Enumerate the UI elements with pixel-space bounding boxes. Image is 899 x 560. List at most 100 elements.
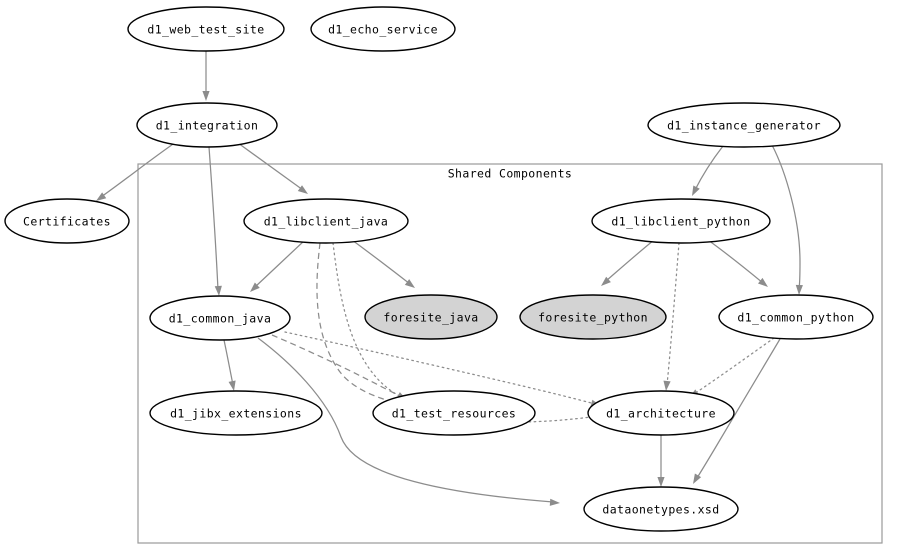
node-label: d1_libclient_java [264, 215, 389, 229]
node-shape[interactable] [4, 198, 130, 244]
node-d1_common_java[interactable]: d1_common_java [149, 295, 291, 341]
edges-layer [96, 51, 803, 506]
node-shape[interactable] [591, 198, 771, 244]
edge-d1_common_java-to-d1_test_resources [271, 334, 407, 400]
cluster-border [137, 163, 883, 544]
node-d1_libclient_python[interactable]: d1_libclient_python [591, 198, 771, 244]
edge-line [666, 242, 680, 386]
clusters-layer: Shared Components [137, 163, 883, 544]
edge-line [257, 337, 554, 503]
arrowhead-icon [757, 277, 768, 287]
edge-line [208, 146, 219, 291]
node-Certificates[interactable]: Certificates [4, 198, 130, 244]
node-d1_common_python[interactable]: d1_common_python [718, 294, 874, 340]
arrowhead-icon [250, 282, 260, 292]
node-d1_test_resources[interactable]: d1_test_resources [372, 390, 536, 436]
edge-d1_integration-to-d1_libclient_java [237, 142, 308, 194]
node-label: d1_common_python [737, 311, 854, 325]
edge-line [223, 339, 234, 386]
node-d1_echo_service[interactable]: d1_echo_service [310, 6, 456, 52]
node-label: d1_integration [156, 119, 259, 133]
edge-line [605, 239, 655, 282]
edge-line [237, 142, 304, 191]
node-label: d1_instance_generator [667, 119, 821, 133]
edge-line [707, 239, 764, 284]
node-shape[interactable] [243, 198, 409, 244]
edge-d1_integration-to-d1_common_java [208, 146, 222, 296]
node-shape[interactable] [127, 6, 285, 52]
node-shape[interactable] [718, 294, 874, 340]
node-label: d1_jibx_extensions [170, 407, 302, 421]
edge-line [694, 145, 724, 191]
arrowhead-icon [214, 285, 222, 296]
edge-line [693, 337, 775, 395]
edge-d1_common_java-to-d1_jibx_extensions [223, 339, 236, 391]
edge-line [696, 338, 781, 479]
node-label: d1_architecture [606, 407, 716, 421]
arrowhead-icon [692, 185, 700, 196]
edge-line [271, 334, 402, 398]
node-shape[interactable] [310, 6, 456, 52]
edge-d1_web_test_site-to-d1_integration [202, 51, 210, 101]
node-d1_libclient_java[interactable]: d1_libclient_java [243, 198, 409, 244]
edge-line [351, 239, 411, 285]
node-label: d1_test_resources [392, 407, 517, 421]
edge-d1_libclient_java-to-d1_common_java [250, 239, 306, 292]
node-label: dataonetypes.xsd [602, 503, 719, 517]
node-shape[interactable] [149, 295, 291, 341]
edge-d1_common_python-to-dataonetypes.xsd [693, 338, 781, 484]
arrowhead-icon [96, 192, 107, 201]
node-shape[interactable] [136, 102, 278, 148]
arrowhead-icon [202, 91, 210, 101]
edge-d1_libclient_java-to-foresite_java [351, 239, 415, 288]
node-shape[interactable] [372, 390, 536, 436]
node-shape[interactable] [587, 390, 735, 436]
arrowhead-icon [228, 380, 236, 391]
edge-d1_libclient_python-to-d1_common_python [707, 239, 768, 287]
edge-d1_instance_generator-to-d1_common_python [771, 144, 803, 295]
node-d1_architecture[interactable]: d1_architecture [587, 390, 735, 436]
edge-line [771, 144, 801, 290]
edge-line [332, 242, 600, 423]
edge-d1_architecture-to-dataonetypes.xsd [657, 435, 665, 487]
nodes-layer: d1_web_test_site d1_echo_service d1_integr… [4, 6, 874, 532]
arrowhead-icon [657, 477, 665, 487]
arrowhead-icon [404, 279, 415, 288]
node-shape[interactable] [149, 390, 323, 436]
node-shape[interactable] [583, 486, 739, 532]
node-label: d1_web_test_site [147, 23, 264, 37]
arrowhead-icon [549, 498, 560, 506]
edge-d1_common_java-to-dataonetypes.xsd [257, 337, 560, 506]
edge-line [254, 239, 306, 288]
arrowhead-icon [601, 276, 611, 286]
arrowhead-icon [693, 473, 702, 484]
arrowhead-icon [663, 380, 671, 391]
node-label: d1_common_java [169, 312, 272, 326]
node-shape[interactable] [647, 102, 841, 148]
node-d1_web_test_site[interactable]: d1_web_test_site [127, 6, 285, 52]
arrowhead-icon [795, 284, 803, 295]
node-foresite_java[interactable]: foresite_java [364, 294, 498, 340]
cluster-label: Shared Components [448, 167, 573, 181]
edge-d1_libclient_python-to-d1_architecture [663, 242, 680, 391]
node-shape[interactable] [364, 294, 498, 340]
node-shape[interactable] [519, 294, 667, 340]
edge-line [284, 331, 596, 405]
cluster-shared_components: Shared Components [137, 163, 883, 544]
arrowhead-icon [297, 185, 308, 194]
node-label: foresite_python [538, 311, 648, 325]
edge-line [316, 242, 401, 405]
node-label: d1_echo_service [328, 23, 438, 37]
node-dataonetypes.xsd[interactable]: dataonetypes.xsd [583, 486, 739, 532]
node-label: d1_libclient_python [611, 215, 750, 229]
edge-line [100, 141, 177, 198]
node-d1_instance_generator[interactable]: d1_instance_generator [647, 102, 841, 148]
node-foresite_python[interactable]: foresite_python [519, 294, 667, 340]
node-d1_jibx_extensions[interactable]: d1_jibx_extensions [149, 390, 323, 436]
node-d1_integration[interactable]: d1_integration [136, 102, 278, 148]
edge-d1_libclient_python-to-foresite_python [601, 239, 655, 286]
edge-d1_common_python-to-d1_architecture [689, 337, 775, 398]
edge-d1_integration-to-Certificates [96, 141, 177, 201]
